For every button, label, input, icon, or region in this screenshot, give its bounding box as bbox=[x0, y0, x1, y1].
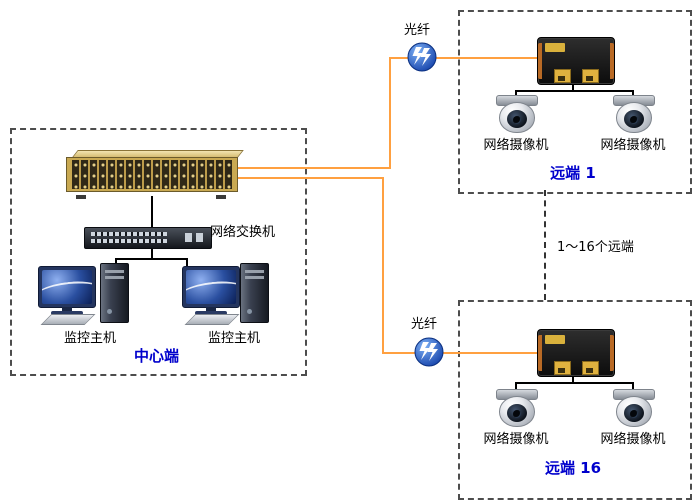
monitor-base bbox=[195, 311, 227, 315]
dome-camera-icon bbox=[611, 95, 655, 133]
center-panel-title: 中心端 bbox=[133, 347, 179, 365]
remote1-box bbox=[458, 10, 692, 194]
remote-media-converter bbox=[537, 37, 615, 85]
fiber-line bbox=[382, 177, 384, 354]
monitor-stand bbox=[206, 307, 216, 311]
fiber-label: 光纤 bbox=[404, 23, 431, 38]
cable-line bbox=[151, 247, 153, 258]
cable-line bbox=[632, 382, 634, 389]
host-label: 监控主机 bbox=[63, 331, 116, 346]
pc-tower-icon bbox=[240, 263, 269, 323]
switch-label: 网络交换机 bbox=[210, 225, 276, 240]
camera-face bbox=[624, 110, 644, 128]
cable-line bbox=[115, 258, 188, 260]
fiber-transceiver-icon bbox=[407, 42, 437, 72]
cable-line bbox=[515, 382, 634, 384]
remote16-box bbox=[458, 300, 692, 500]
camera-dome bbox=[616, 102, 652, 133]
fiber-transceiver-icon bbox=[414, 337, 444, 367]
camera-label: 网络摄像机 bbox=[483, 432, 549, 447]
pc-tower-icon bbox=[100, 263, 129, 323]
camera-label: 网络摄像机 bbox=[600, 138, 666, 153]
fiber-line bbox=[238, 177, 384, 179]
rj45-port-icon bbox=[554, 361, 571, 375]
rack-slot-modules bbox=[72, 160, 232, 189]
camera-lens bbox=[630, 116, 638, 124]
remote1-title: 远端 1 bbox=[550, 164, 596, 182]
remotes-range-connector bbox=[544, 190, 546, 300]
monitor-icon bbox=[182, 266, 240, 316]
cable-line bbox=[572, 375, 574, 382]
dome-camera-icon bbox=[494, 389, 538, 427]
camera-label: 网络摄像机 bbox=[600, 432, 666, 447]
fiber-converter-rack bbox=[66, 150, 244, 199]
network-switch bbox=[84, 227, 212, 249]
host-label: 监控主机 bbox=[207, 331, 260, 346]
switch-port-row bbox=[91, 239, 167, 243]
fiber-label: 光纤 bbox=[411, 317, 438, 332]
cable-line bbox=[515, 382, 517, 389]
camera-label: 网络摄像机 bbox=[483, 138, 549, 153]
dome-camera-icon bbox=[494, 95, 538, 133]
rj45-port-icon bbox=[582, 69, 599, 83]
remote-media-converter bbox=[537, 329, 615, 377]
fiber-line bbox=[238, 167, 389, 169]
dome-camera-icon bbox=[611, 389, 655, 427]
camera-lens bbox=[513, 116, 521, 124]
rj45-port-icon bbox=[582, 361, 599, 375]
camera-dome bbox=[499, 396, 535, 427]
monitor-frame bbox=[182, 266, 240, 308]
converter-badge bbox=[545, 335, 565, 344]
camera-dome bbox=[499, 102, 535, 133]
camera-face bbox=[624, 404, 644, 422]
cable-line bbox=[186, 258, 188, 266]
cable-line bbox=[151, 196, 153, 227]
switch-uplink-ports bbox=[196, 233, 203, 242]
monitor-stand bbox=[62, 307, 72, 311]
cable-line bbox=[515, 90, 517, 97]
range-note: 1～16个远端 bbox=[557, 240, 634, 255]
fiber-line bbox=[389, 57, 537, 59]
rack-body bbox=[66, 157, 238, 192]
cable-line bbox=[572, 83, 574, 90]
converter-badge bbox=[545, 43, 565, 52]
camera-face bbox=[507, 110, 527, 128]
monitor-screen bbox=[186, 270, 236, 304]
rj45-port-icon bbox=[554, 69, 571, 83]
cable-line bbox=[515, 90, 634, 92]
camera-face bbox=[507, 404, 527, 422]
cable-line bbox=[632, 90, 634, 97]
camera-dome bbox=[616, 396, 652, 427]
remote16-title: 远端 16 bbox=[544, 459, 602, 477]
monitor-base bbox=[51, 311, 83, 315]
camera-lens bbox=[513, 410, 521, 418]
switch-port-row bbox=[91, 232, 167, 236]
camera-lens bbox=[630, 410, 638, 418]
fiber-line bbox=[389, 57, 391, 169]
center-panel-box bbox=[10, 128, 307, 376]
monitor-icon bbox=[38, 266, 96, 316]
monitor-frame bbox=[38, 266, 96, 308]
monitor-screen bbox=[42, 270, 92, 304]
fiber-line bbox=[382, 352, 537, 354]
cable-line bbox=[115, 258, 117, 264]
